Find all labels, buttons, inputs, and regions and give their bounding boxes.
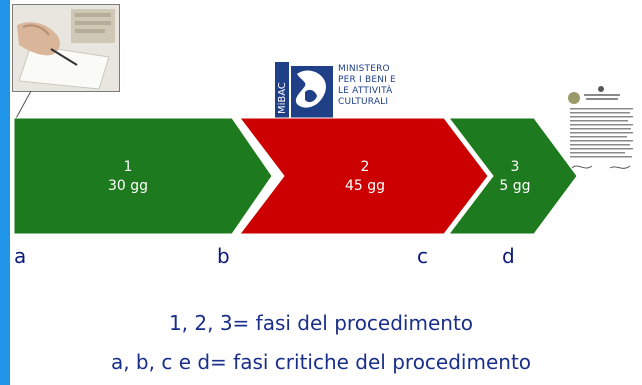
phase-1-duration: 30 gg — [108, 178, 148, 194]
legend-critical-phases: a, b, c e d= fasi critiche del procedime… — [110, 350, 532, 374]
milestone-c: c — [417, 244, 428, 268]
phase-2-arrow — [238, 117, 489, 235]
phase-3-duration: 5 gg — [499, 178, 530, 194]
ministry-name: MINISTERO PER I BENI E LE ATTIVITÀ CULTU… — [338, 64, 396, 108]
ministry-line: CULTURALI — [338, 97, 389, 107]
milestone-b: b — [217, 244, 230, 268]
ministry-line: LE ATTIVITÀ — [338, 86, 393, 96]
accent-side-bar — [0, 0, 10, 385]
official-document-image — [566, 84, 637, 176]
phase-3-number: 3 — [511, 159, 520, 175]
ministry-logo: MiBAC — [275, 62, 333, 120]
signing-photo — [12, 4, 120, 92]
ministry-acronym: MiBAC — [277, 82, 288, 114]
phase-1-number: 1 — [124, 159, 133, 175]
callout-line — [13, 90, 32, 123]
ministry-line: MINISTERO — [338, 64, 390, 74]
milestone-a: a — [14, 244, 27, 268]
phase-3-arrow — [447, 117, 578, 235]
phase-2-number: 2 — [361, 159, 370, 175]
ministry-line: PER I BENI E — [338, 75, 396, 85]
phase-1-arrow — [13, 117, 273, 235]
legend-phases: 1, 2, 3= fasi del procedimento — [168, 311, 474, 335]
phase-2-duration: 45 gg — [345, 178, 385, 194]
milestone-d: d — [502, 244, 515, 268]
